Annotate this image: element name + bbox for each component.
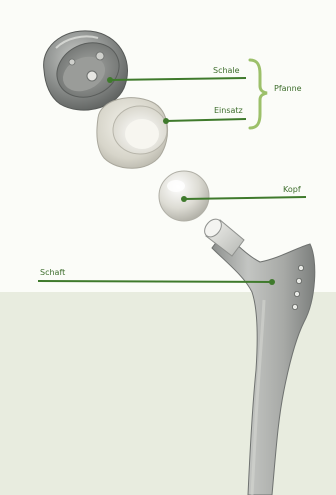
label-schaft: Schaft (40, 268, 65, 278)
einsatz-leader-line (166, 119, 246, 121)
schaft-leader-line (38, 281, 272, 282)
label-schale: Schale (213, 66, 240, 76)
label-pfanne: Pfanne (274, 84, 302, 94)
label-einsatz: Einsatz (214, 106, 243, 116)
schale-leader-dot (107, 77, 113, 83)
stem-component (201, 216, 315, 495)
einsatz-leader-dot (163, 118, 169, 124)
liner-component (97, 98, 168, 169)
schale-leader-line (110, 78, 246, 80)
label-kopf: Kopf (283, 185, 301, 195)
pfanne-bracket (250, 60, 267, 128)
schaft-leader-dot (269, 279, 275, 285)
kopf-leader-dot (181, 196, 187, 202)
shell-component (44, 31, 128, 110)
